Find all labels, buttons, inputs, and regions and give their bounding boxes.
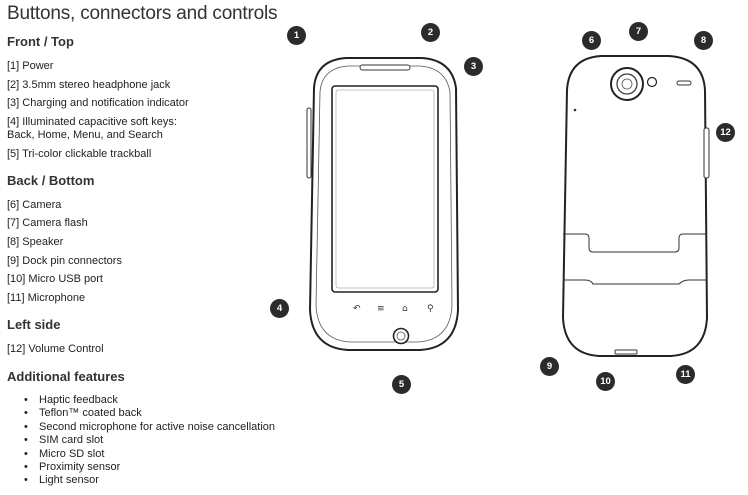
callout-1: 1: [287, 26, 306, 45]
feature-teflon: Teflon™ coated back: [24, 407, 275, 420]
callout-8: 8: [694, 31, 713, 50]
svg-text:⚲: ⚲: [427, 304, 434, 314]
callout-9: 9: [540, 357, 559, 376]
heading-front-top: Front / Top: [7, 34, 74, 49]
callout-4: 4: [270, 299, 289, 318]
callout-3: 3: [464, 57, 483, 76]
feature-light-sensor: Light sensor: [24, 474, 275, 487]
item-dock-pins: [9] Dock pin connectors: [7, 255, 122, 267]
item-soft-keys-list: Back, Home, Menu, and Search: [7, 129, 163, 141]
item-power: [1] Power: [7, 60, 54, 72]
svg-text:≡: ≡: [377, 304, 385, 314]
callout-11: 11: [676, 365, 695, 384]
item-camera-flash: [7] Camera flash: [7, 217, 88, 229]
item-soft-keys: [4] Illuminated capacitive soft keys:: [7, 116, 177, 128]
item-charging-indicator: [3] Charging and notification indicator: [7, 97, 189, 109]
callout-6: 6: [582, 31, 601, 50]
heading-left-side: Left side: [7, 317, 61, 332]
page-title: Buttons, connectors and controls: [7, 3, 278, 24]
feature-sim-slot: SIM card slot: [24, 434, 275, 447]
phone-back-illustration: [561, 55, 710, 357]
callout-7: 7: [629, 22, 648, 41]
callout-5: 5: [392, 375, 411, 394]
item-micro-usb: [10] Micro USB port: [7, 273, 103, 285]
heading-additional-features: Additional features: [7, 369, 125, 384]
feature-haptic: Haptic feedback: [24, 394, 275, 407]
svg-text:⌂: ⌂: [402, 304, 408, 314]
feature-second-mic: Second microphone for active noise cance…: [24, 421, 275, 434]
callout-10: 10: [596, 372, 615, 391]
item-trackball: [5] Tri-color clickable trackball: [7, 148, 152, 160]
item-microphone: [11] Microphone: [7, 292, 86, 304]
item-camera: [6] Camera: [7, 199, 62, 211]
svg-text:↶: ↶: [353, 304, 361, 314]
item-headphone-jack: [2] 3.5mm stereo headphone jack: [7, 79, 171, 91]
item-volume-control: [12] Volume Control: [7, 343, 104, 355]
callout-12: 12: [716, 123, 735, 142]
item-speaker: [8] Speaker: [7, 236, 64, 248]
callout-2: 2: [421, 23, 440, 42]
phone-front-illustration: ↶ ≡ ⌂ ⚲: [306, 57, 460, 351]
feature-proximity-sensor: Proximity sensor: [24, 461, 275, 474]
heading-back-bottom: Back / Bottom: [7, 173, 95, 188]
feature-microsd-slot: Micro SD slot: [24, 448, 275, 461]
feature-list: Haptic feedback Teflon™ coated back Seco…: [24, 394, 275, 488]
